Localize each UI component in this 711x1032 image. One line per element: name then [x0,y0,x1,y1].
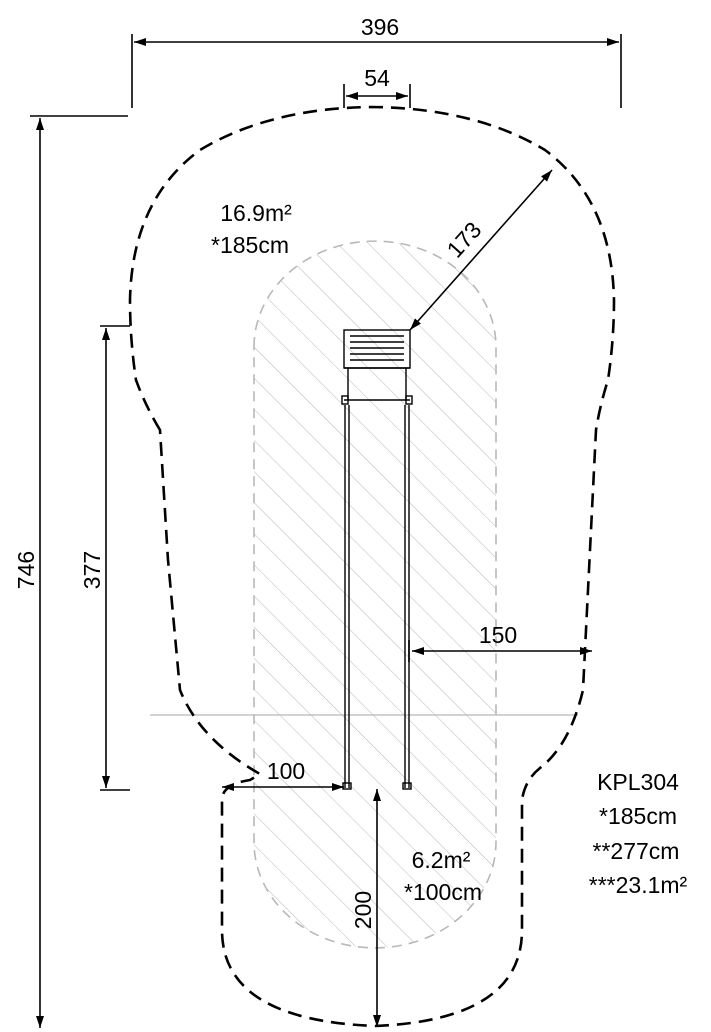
hatched-zone [253,240,497,949]
lower-zone-area: 6.2m² [412,847,471,873]
product-code: KPL304 [597,769,679,795]
dimension-label-54: 54 [364,65,390,91]
dimension-overall-width [131,34,622,108]
upper-zone-fall-height: *185cm [211,232,289,258]
upper-zone-area: 16.9m² [220,200,292,226]
dimension-label-377: 377 [79,551,105,589]
dimension-label-173: 173 [442,217,487,263]
dimension-right-clearance [408,640,592,662]
dimension-top-clearance [409,169,553,331]
product-info: KPL304 *185cm **277cm ***23.1m² [589,769,688,898]
dimension-label-200: 200 [350,891,376,929]
dimension-total-length [30,115,128,1028]
product-fall-height: *185cm [599,803,677,829]
dimension-label-396: 396 [361,14,399,40]
dimension-label-150: 150 [479,622,517,648]
equipment-frame [341,329,413,790]
dimension-label-746: 746 [13,551,39,589]
product-total-height: **277cm [593,838,680,864]
product-total-area: ***23.1m² [589,872,688,898]
dimension-label-100: 100 [267,758,305,784]
dimension-ladder-length [100,325,130,791]
lower-zone-fall-height: *100cm [404,879,482,905]
dimension-frame-width [343,84,411,108]
